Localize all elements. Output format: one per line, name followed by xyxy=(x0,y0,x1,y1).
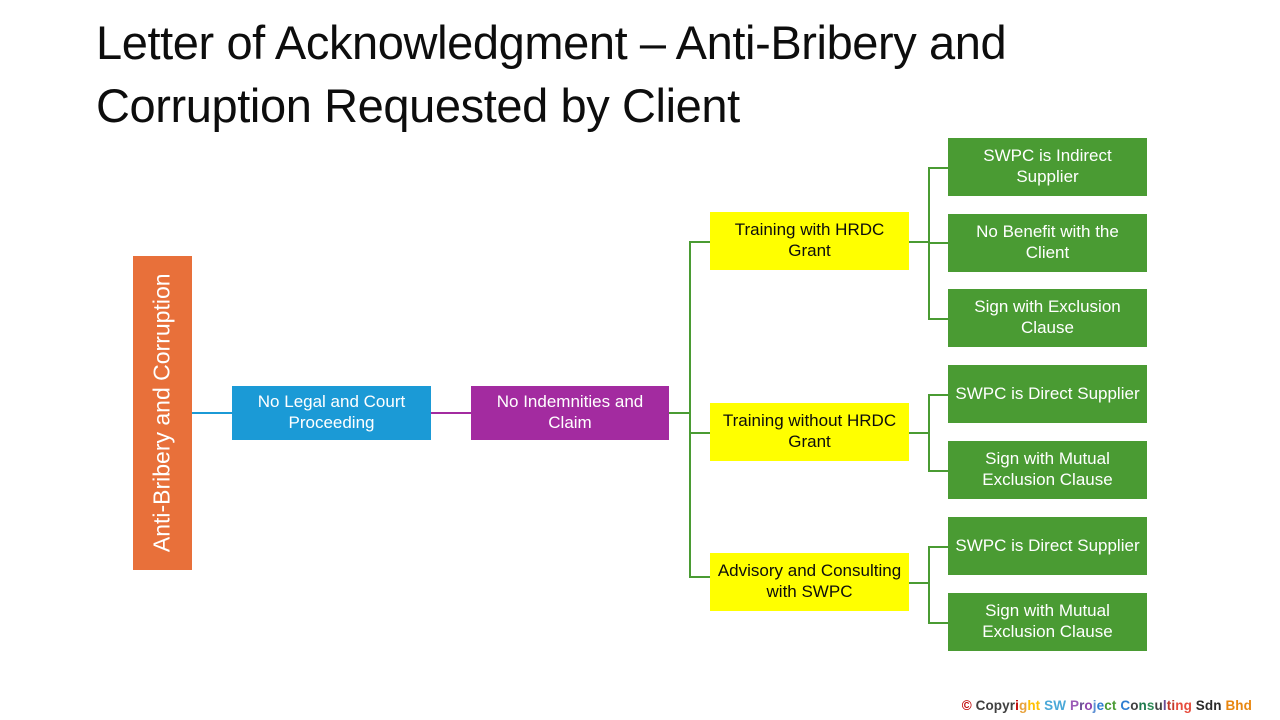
copyright-fragment: u xyxy=(1154,698,1163,713)
node-sign-with-mutual-exclusion-clause-2[interactable]: Sign with Mutual Exclusion Clause xyxy=(948,593,1147,651)
node-level3-label: Training with HRDC Grant xyxy=(734,220,885,260)
copyright-fragment: Copyr xyxy=(971,698,1016,713)
copyright-fragment: ht xyxy=(1027,698,1041,713)
copyright-fragment: g xyxy=(1018,698,1028,713)
node-swpc-is-indirect-supplier[interactable]: SWPC is Indirect Supplier xyxy=(948,138,1147,196)
node-level4-label: Sign with Mutual Exclusion Clause xyxy=(982,449,1113,489)
copyright-fragment: © xyxy=(961,698,972,713)
node-root-label: Anti-Bribery and Corruption xyxy=(148,273,175,553)
connector-level2-stub xyxy=(669,412,690,414)
copyright-fragment: r xyxy=(1079,698,1085,713)
copyright-footer: © Copyright SW Project Consulting Sdn Bh… xyxy=(962,698,1252,713)
copyright-fragment: t xyxy=(1111,698,1117,713)
copyright-fragment: e xyxy=(1096,698,1105,713)
connector-level3a-stub xyxy=(909,241,930,243)
copyright-fragment: Sdn xyxy=(1195,698,1222,713)
connector-level3-branch-3 xyxy=(689,576,710,578)
node-no-indemnities-and-claim[interactable]: No Indemnities and Claim xyxy=(471,386,669,440)
node-sign-with-mutual-exclusion-clause-1[interactable]: Sign with Mutual Exclusion Clause xyxy=(948,441,1147,499)
copyright-fragment: l xyxy=(1162,698,1167,713)
copyright-fragment: i xyxy=(1015,698,1019,713)
node-level2-label: No Indemnities and Claim xyxy=(496,392,644,432)
connector-level4-branch-6 xyxy=(928,546,948,548)
node-level4-label: SWPC is Indirect Supplier xyxy=(983,146,1112,186)
node-level4-label: Sign with Exclusion Clause xyxy=(974,297,1121,337)
connector-level4-branch-3 xyxy=(928,318,948,320)
node-advisory-and-consulting-with-swpc[interactable]: Advisory and Consulting with SWPC xyxy=(710,553,909,611)
copyright-fragment: n xyxy=(1138,698,1147,713)
node-swpc-is-direct-supplier-1[interactable]: SWPC is Direct Supplier xyxy=(948,365,1147,423)
copyright-fragment: n xyxy=(1175,698,1184,713)
connector-root-to-level1 xyxy=(192,412,232,414)
node-level1-label: No Legal and Court Proceeding xyxy=(257,392,406,432)
connector-level4-branch-7 xyxy=(928,622,948,624)
copyright-fragment: g xyxy=(1183,698,1192,713)
connector-level3-branch-2 xyxy=(689,432,710,434)
copyright-fragment: c xyxy=(1104,698,1112,713)
copyright-fragment: o xyxy=(1130,698,1139,713)
copyright-fragment: SW xyxy=(1044,698,1067,713)
connector-level4-branch-2 xyxy=(928,242,948,244)
copyright-fragment: o xyxy=(1084,698,1093,713)
connector-level3-branch-1 xyxy=(689,241,710,243)
node-level3-label: Advisory and Consulting with SWPC xyxy=(717,561,902,601)
copyright-fragment: Bhd xyxy=(1225,698,1252,713)
connector-level3-trunk xyxy=(689,241,691,578)
copyright-fragment: P xyxy=(1069,698,1080,713)
copyright-fragment: j xyxy=(1092,698,1097,713)
node-level4-label: No Benefit with the Client xyxy=(976,222,1119,262)
connector-level1-to-level2 xyxy=(431,412,471,414)
node-no-benefit-with-the-client[interactable]: No Benefit with the Client xyxy=(948,214,1147,272)
connector-level4-trunk-2 xyxy=(928,394,930,470)
node-training-without-hrdc-grant[interactable]: Training without HRDC Grant xyxy=(710,403,909,461)
node-level4-label: SWPC is Direct Supplier xyxy=(955,535,1140,555)
page-title: Letter of Acknowledgment – Anti-Bribery … xyxy=(96,16,1019,132)
copyright-fragment: i xyxy=(1171,698,1176,713)
node-sign-with-exclusion-clause[interactable]: Sign with Exclusion Clause xyxy=(948,289,1147,347)
copyright-fragment: C xyxy=(1120,698,1131,713)
node-training-with-hrdc-grant[interactable]: Training with HRDC Grant xyxy=(710,212,909,270)
copyright-fragment: s xyxy=(1146,698,1155,713)
connector-level4-branch-4 xyxy=(928,394,948,396)
node-root-anti-bribery[interactable]: Anti-Bribery and Corruption xyxy=(133,256,192,570)
copyright-fragment: t xyxy=(1166,698,1172,713)
node-level4-label: Sign with Mutual Exclusion Clause xyxy=(982,601,1113,641)
connector-level4-trunk-3 xyxy=(928,546,930,622)
node-level4-label: SWPC is Direct Supplier xyxy=(955,383,1140,403)
connector-level4-branch-1 xyxy=(928,167,948,169)
connector-level3c-stub xyxy=(909,582,930,584)
node-swpc-is-direct-supplier-2[interactable]: SWPC is Direct Supplier xyxy=(948,517,1147,575)
node-level3-label: Training without HRDC Grant xyxy=(722,411,897,451)
connector-level4-branch-5 xyxy=(928,470,948,472)
node-no-legal-and-court-proceeding[interactable]: No Legal and Court Proceeding xyxy=(232,386,431,440)
connector-level3b-stub xyxy=(909,432,930,434)
